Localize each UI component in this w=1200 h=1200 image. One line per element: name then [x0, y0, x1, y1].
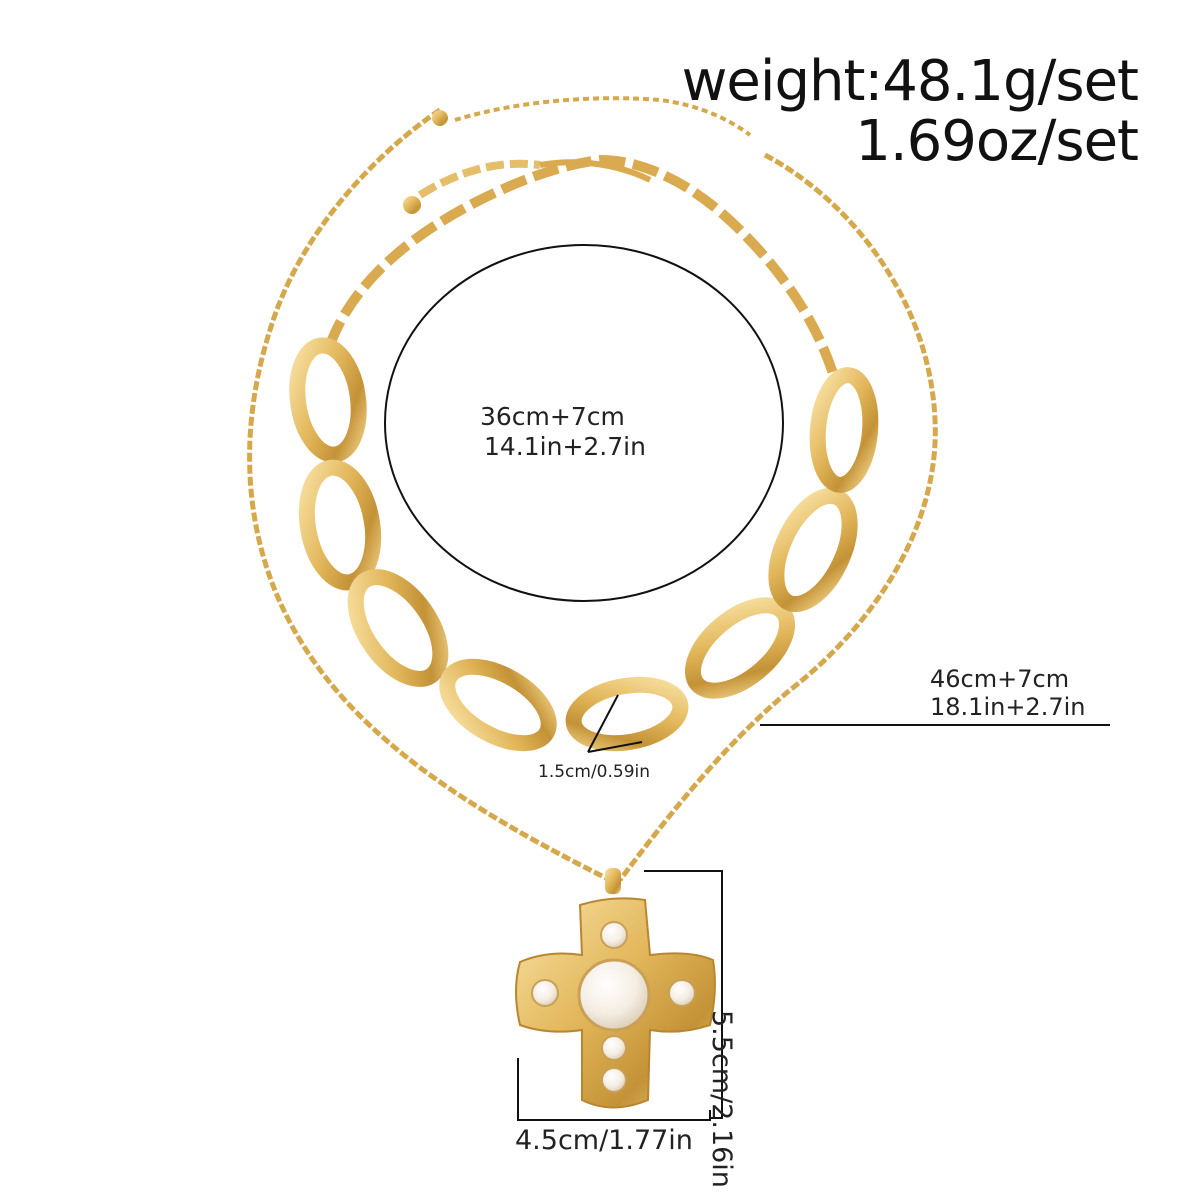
- pearl: [668, 979, 696, 1007]
- clasp-bead: [432, 110, 448, 126]
- weight-ounces: 1.69oz/set: [855, 109, 1139, 174]
- link-size-label: 1.5cm/0.59in: [538, 762, 651, 782]
- pendant-width-label: 4.5cm/1.77in: [515, 1125, 693, 1156]
- outer-chain: [247, 96, 938, 883]
- height-bracket: [644, 870, 723, 1119]
- inner-length-oval: [384, 244, 784, 602]
- weight-spec: weight:48.1g/set 1.69oz/set: [681, 49, 1139, 174]
- width-bracket: [517, 1058, 711, 1121]
- pendant-height-label: 5.5cm/2.16in: [706, 1010, 737, 1188]
- outer-length-cm: 46cm+7cm: [930, 665, 1070, 693]
- measurement-lines: [384, 244, 1110, 1121]
- pearl: [577, 958, 651, 1032]
- cross-pendant: [515, 868, 716, 1109]
- outer-length-in: 18.1in+2.7in: [930, 693, 1086, 721]
- oval-links: [289, 337, 879, 752]
- inner-length-label: 36cm+7cm 14.1in+2.7in: [480, 402, 646, 462]
- pearl: [531, 979, 559, 1007]
- outer-length-label: 46cm+7cm 18.1in+2.7in: [930, 665, 1085, 721]
- inner-length-cm: 36cm+7cm: [480, 402, 625, 431]
- inner-chain: [325, 154, 840, 382]
- inner-length-in: 14.1in+2.7in: [484, 432, 646, 461]
- weight-grams: weight:48.1g/set: [681, 49, 1139, 114]
- pearl: [601, 1035, 627, 1061]
- pearl: [600, 921, 628, 949]
- link-size-marker: [587, 694, 643, 753]
- pearl: [601, 1067, 627, 1093]
